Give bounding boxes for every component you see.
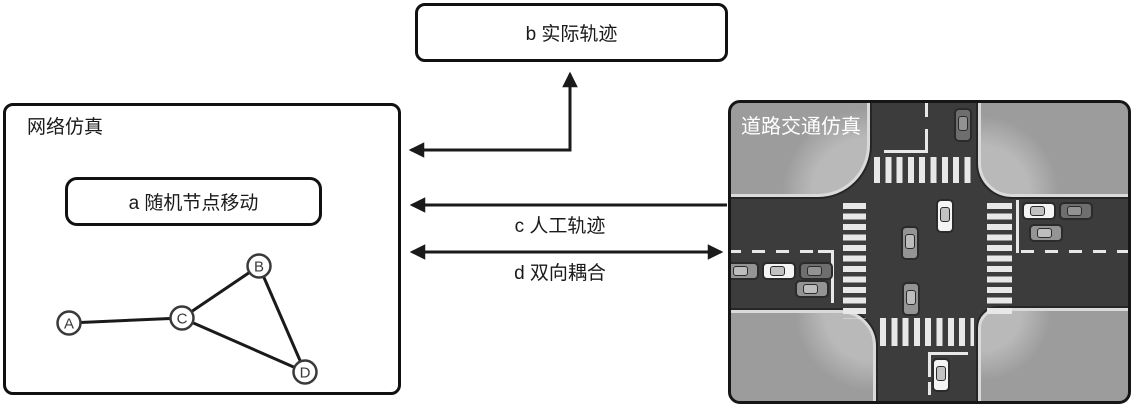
lane-dash-north (925, 103, 928, 117)
bidirectional-coupling-label: d 双向耦合 (514, 263, 606, 284)
car-icon (1059, 202, 1093, 220)
lane-dash-east (1021, 250, 1128, 253)
lane-dash-west (731, 250, 818, 253)
car-icon (1022, 202, 1056, 220)
lane-line-north-v (925, 129, 928, 153)
lane-line-south-v (928, 352, 931, 377)
arrow-actual-trajectory (408, 71, 578, 158)
city-block-bottom-right (978, 308, 1128, 401)
random-node-movement-box: a 随机节点移动 (65, 177, 322, 226)
car-icon (936, 199, 954, 233)
actual-trajectory-label: b 实际轨迹 (525, 24, 618, 45)
car-icon (932, 358, 950, 392)
traffic-simulation-box: 道路交通仿真 (728, 100, 1131, 404)
lane-line-north-h (884, 150, 928, 153)
car-icon (954, 108, 972, 142)
artificial-trajectory-label: c 人工轨迹 (514, 216, 606, 237)
car-icon (799, 262, 833, 280)
crosswalk-west (843, 203, 866, 319)
city-block-top-right (978, 103, 1128, 197)
city-block-bottom-left (731, 310, 876, 401)
lane-line-east-v (1016, 200, 1019, 253)
crosswalk-south (880, 318, 974, 346)
random-node-movement-label: a 随机节点移动 (128, 193, 259, 214)
lane-dash-south (928, 382, 931, 395)
lane-line-south-h (928, 352, 968, 355)
lane-line-west-h (818, 250, 834, 253)
traffic-simulation-title: 道路交通仿真 (741, 116, 861, 138)
car-icon (1029, 224, 1063, 242)
network-simulation-title: 网络仿真 (27, 117, 104, 138)
car-icon (901, 226, 919, 260)
city-block-top-left (731, 103, 870, 197)
car-icon (731, 262, 759, 280)
car-icon (902, 282, 920, 316)
crosswalk-north (874, 157, 974, 183)
network-simulation-box (3, 103, 401, 395)
car-icon (795, 280, 829, 298)
actual-trajectory-box: b 实际轨迹 (415, 3, 728, 62)
car-icon (762, 262, 796, 280)
crosswalk-east (987, 203, 1012, 315)
traffic-scene (731, 103, 1128, 401)
